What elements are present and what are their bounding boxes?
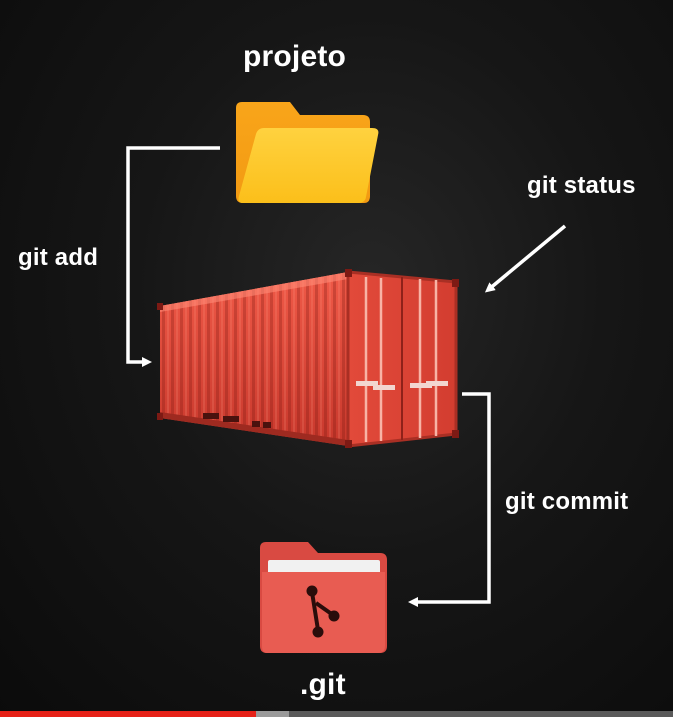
git-branch-icon [306,585,340,638]
git-add-arrow [126,146,220,367]
video-progress-played [0,711,256,717]
git-repo-label: .git [300,668,346,701]
video-progress-buffered [255,711,290,717]
git-commit-label: git commit [505,488,629,515]
video-progress-bar[interactable] [0,711,673,717]
projeto-label: projeto [243,40,347,73]
git-commit-arrow [408,392,491,607]
git-status-arrow [484,224,567,293]
git-status-label: git status [527,172,636,199]
git-add-label: git add [18,244,99,271]
